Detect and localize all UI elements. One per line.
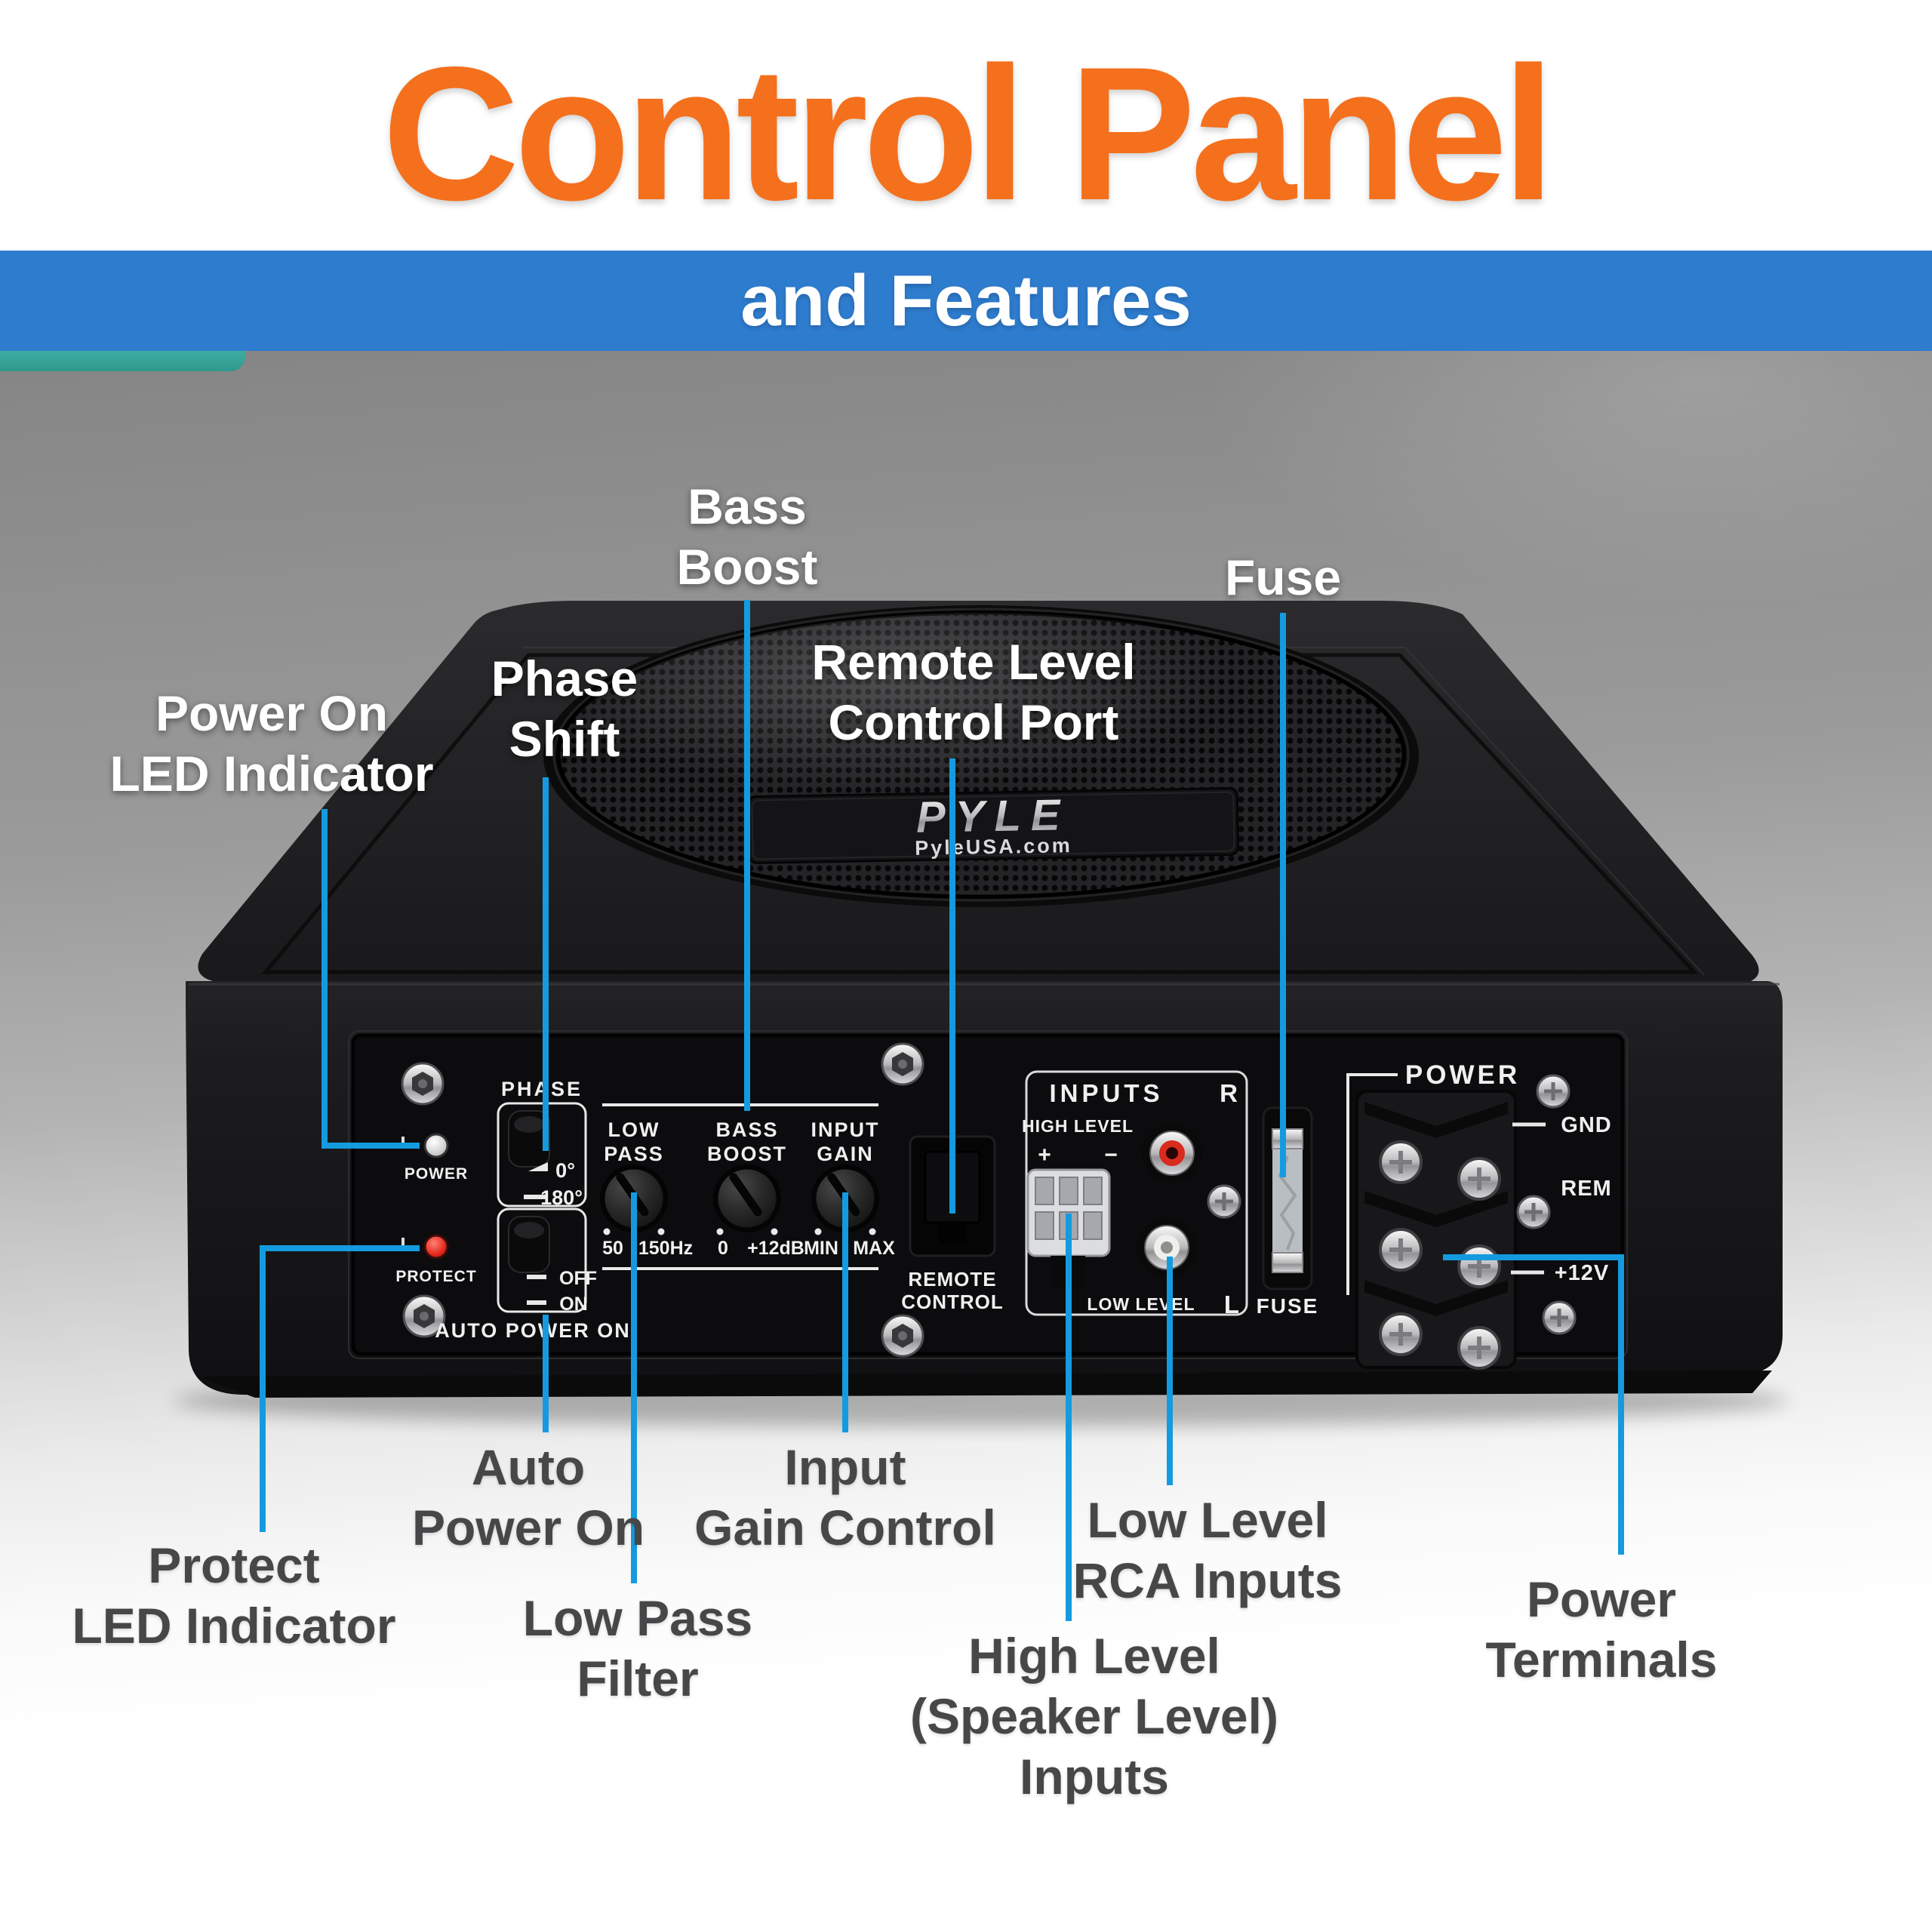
bass-boost-knob-group: BASS BOOST 0 +12dB	[707, 1118, 804, 1259]
phase-switch-rocker	[508, 1110, 550, 1168]
input-gain-min: MIN	[804, 1238, 838, 1259]
power-on-led	[423, 1133, 449, 1158]
bass-boost-label-2: BOOST	[707, 1143, 787, 1165]
low-pass-max: 150Hz	[638, 1238, 693, 1259]
callout-high-level: High Level (Speaker Level) Inputs	[910, 1628, 1278, 1804]
leader-protect-led	[260, 1245, 420, 1532]
brand-logo-text: PYLE	[915, 790, 1070, 842]
auto-on-label: ON	[559, 1294, 588, 1315]
phase-0-icon	[528, 1162, 548, 1171]
callout-protect-led: Protect LED Indicator	[72, 1537, 396, 1654]
power-terminal-block	[1355, 1090, 1517, 1368]
inputs-outline-box	[1025, 1070, 1248, 1316]
callout-auto-power-on: Auto Power On	[411, 1439, 645, 1555]
protect-led-label: PROTECT	[395, 1268, 476, 1285]
power-section-bracket	[1346, 1073, 1398, 1295]
power-led-label: POWER	[405, 1165, 468, 1183]
screw-top-center	[881, 1042, 924, 1086]
fuse-panel-label: FUSE	[1257, 1294, 1319, 1318]
gnd-label: GND	[1561, 1113, 1611, 1137]
remote-label-1: REMOTE	[908, 1268, 996, 1291]
brand-badge: PYLE PyleUSA.com	[746, 787, 1240, 864]
brand-website-text: PyleUSA.com	[915, 834, 1072, 860]
callout-power-on-led: Power On LED Indicator	[109, 685, 434, 801]
callout-power-terminals: Power Terminals	[1485, 1571, 1718, 1687]
high-level-plus: +	[1038, 1143, 1051, 1168]
low-pass-label-2: PASS	[604, 1143, 664, 1165]
screw-top-left	[401, 1062, 445, 1106]
screw-gnd	[1537, 1075, 1569, 1107]
low-pass-label-1: LOW	[608, 1118, 660, 1141]
input-gain-label-1: INPUT	[811, 1118, 880, 1141]
auto-power-caption: AUTO POWER ON	[435, 1319, 631, 1342]
auto-power-switch-rocker	[508, 1216, 550, 1273]
screw-bottom-center	[881, 1314, 924, 1358]
high-level-minus: −	[1104, 1143, 1118, 1168]
backdrop-teal-object	[0, 351, 245, 371]
inputs-title: INPUTS	[1049, 1079, 1163, 1107]
power-terminals-title: POWER	[1405, 1060, 1520, 1090]
callout-low-pass-filter: Low Pass Filter	[522, 1590, 753, 1706]
inputs-right-label: R	[1220, 1079, 1238, 1107]
rca-input-right	[1142, 1123, 1202, 1183]
subtitle-band: and Features	[0, 251, 1932, 351]
rem-label: REM	[1561, 1177, 1611, 1201]
auto-power-switch-box	[497, 1208, 587, 1313]
input-gain-label-2: GAIN	[817, 1143, 874, 1165]
auto-off-label: OFF	[559, 1268, 597, 1289]
device-base-strip	[198, 1371, 1772, 1398]
phase-180-label: 180°	[540, 1186, 583, 1209]
callout-low-level: Low Level RCA Inputs	[1072, 1492, 1343, 1608]
phase-switch-box	[497, 1102, 587, 1208]
low-level-label: LOW LEVEL	[1087, 1294, 1195, 1314]
phase-0-label: 0°	[555, 1159, 575, 1182]
callout-remote-level: Remote Level Control Port	[811, 634, 1136, 750]
callout-input-gain: Input Gain Control	[694, 1439, 996, 1555]
callout-fuse: Fuse	[1224, 549, 1342, 605]
phase-title: PHASE	[501, 1078, 583, 1100]
screw-v12	[1543, 1302, 1575, 1334]
inputs-left-label: L	[1224, 1291, 1239, 1318]
bass-boost-min: 0	[718, 1238, 728, 1259]
leader-lines	[260, 600, 1624, 1621]
input-gain-max: MAX	[853, 1238, 895, 1259]
low-pass-min: 50	[602, 1238, 623, 1259]
leader-power-on-led	[321, 809, 420, 1149]
low-pass-knob-group: LOW PASS 50 150Hz	[600, 1118, 693, 1259]
high-level-label: HIGH LEVEL	[1022, 1116, 1134, 1136]
v12-label: +12V	[1555, 1261, 1610, 1285]
fuse-holder	[1262, 1106, 1313, 1291]
screw-inputs	[1208, 1186, 1240, 1217]
protect-led	[423, 1234, 449, 1260]
remote-label-2: CONTROL	[901, 1291, 1004, 1313]
bass-boost-label-1: BASS	[715, 1118, 778, 1141]
callout-phase-shift: Phase Shift	[491, 651, 638, 767]
plate-bevel	[348, 1030, 1628, 1359]
bass-boost-max: +12dB	[747, 1238, 804, 1259]
callout-bass-boost: Bass Boost	[676, 478, 818, 595]
leader-power-terminals	[1443, 1254, 1624, 1555]
screw-rem	[1518, 1196, 1549, 1228]
rca-input-left	[1137, 1217, 1197, 1278]
page-title: Control Panel	[382, 28, 1555, 240]
page-subtitle: and Features	[740, 260, 1192, 341]
